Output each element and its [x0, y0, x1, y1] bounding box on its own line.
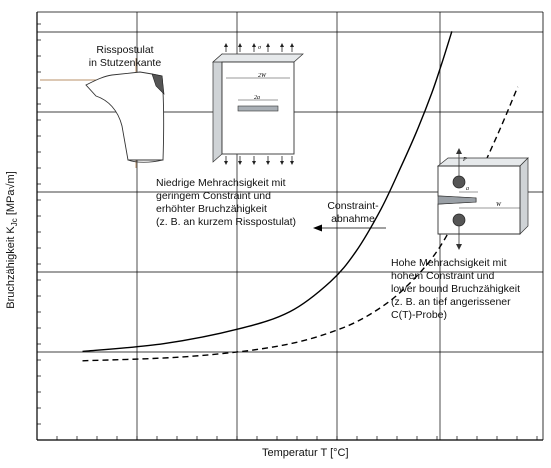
- ct-notch-face: [437, 195, 477, 205]
- annotation-high-constraint: Hohe Mehrachsigkeit mit hohem Constraint…: [391, 257, 520, 322]
- ct-right-side: [519, 157, 529, 235]
- x-axis-label: Temperatur T [°C]: [262, 447, 349, 459]
- plate-load-arrowhead-down: [252, 161, 256, 165]
- ct-lower-pin-hole: [452, 213, 466, 227]
- curve-high-constraint: [82, 86, 519, 362]
- nozzle-crack-edge: [151, 73, 165, 95]
- y-axis-label: Bruchzähigkeit KJc [MPa√m]: [5, 171, 19, 309]
- plate-load-arrows: [224, 43, 294, 165]
- constraint-arrowhead: [313, 224, 322, 232]
- annotation-risspostulat: Risspostulat in Stutzenkante: [70, 44, 180, 70]
- annotation-line: geringem Constraint und: [156, 190, 271, 202]
- nozzle-illustration: [40, 58, 165, 168]
- ct-crack-label: a: [466, 186, 469, 192]
- annotation-line: (z. B. an tief angerissener: [391, 296, 511, 308]
- annotation-line: (z. B. an kurzem Risspostulat): [156, 216, 297, 228]
- plate-crack-label: 2a: [254, 95, 260, 101]
- y-axis-label-sub: Jc: [10, 218, 20, 227]
- plate-crack: [237, 105, 279, 112]
- ct-specimen: P a W: [437, 148, 529, 250]
- center-cracked-plate: 2W 2a σ: [212, 43, 304, 165]
- plate-load-arrowhead-down: [224, 161, 228, 165]
- plate-load-arrowhead-down: [238, 161, 242, 165]
- y-axis-label-unit: [MPa√m]: [4, 171, 17, 219]
- annotation-line: Constraint-: [327, 200, 379, 212]
- series-group: [82, 31, 519, 362]
- y-axis-label-main: Bruchzähigkeit K: [4, 226, 17, 309]
- ct-lower-load-arrowhead: [456, 244, 462, 250]
- plate-load-arrowhead-up: [238, 43, 242, 47]
- ct-upper-pin-hole: [452, 175, 466, 189]
- ct-width-label: W: [496, 202, 502, 208]
- nozzle-bottom-edge: [127, 159, 164, 163]
- curve-low-constraint: [82, 31, 453, 353]
- plate-load-arrowhead-up: [290, 43, 294, 47]
- annotation-line: abnahme: [331, 213, 375, 225]
- ct-top-side: [437, 157, 529, 167]
- annotation-line: in Stutzenkante: [88, 57, 162, 69]
- ct-load-label: P: [462, 157, 467, 163]
- plate-sigma-label: σ: [258, 45, 262, 51]
- axis-ticks: [37, 23, 538, 440]
- plate-load-arrowhead-down: [266, 161, 270, 165]
- plate-load-arrowhead-up: [252, 43, 256, 47]
- nozzle-outline: [85, 71, 165, 161]
- annotation-line: hohem Constraint und: [391, 270, 495, 282]
- annotation-line: lower bound Bruchzähigkeit: [391, 283, 520, 295]
- annotation-line: Niedrige Mehrachsigkeit mit: [156, 177, 286, 189]
- annotation-line: C(T)-Probe): [391, 309, 448, 321]
- plate-load-arrowhead-down: [290, 161, 294, 165]
- plate-load-arrowhead-up: [280, 43, 284, 47]
- plate-load-arrowhead-down: [280, 161, 284, 165]
- annotation-constraint-abnahme: Constraint- abnahme: [318, 200, 388, 226]
- plate-width-label: 2W: [258, 73, 267, 79]
- ct-upper-load-arrowhead: [456, 148, 462, 154]
- plate-top-edge: [212, 53, 304, 63]
- plate-side: [212, 53, 223, 163]
- annotation-low-constraint: Niedrige Mehrachsigkeit mit geringem Con…: [156, 177, 296, 229]
- annotation-line: Hohe Mehrachsigkeit mit: [391, 257, 507, 269]
- plate-load-arrowhead-up: [224, 43, 228, 47]
- annotation-line: erhöhter Bruchzähigkeit: [156, 203, 267, 215]
- plate-load-arrowhead-up: [266, 43, 270, 47]
- annotation-line: Risspostulat: [96, 44, 154, 56]
